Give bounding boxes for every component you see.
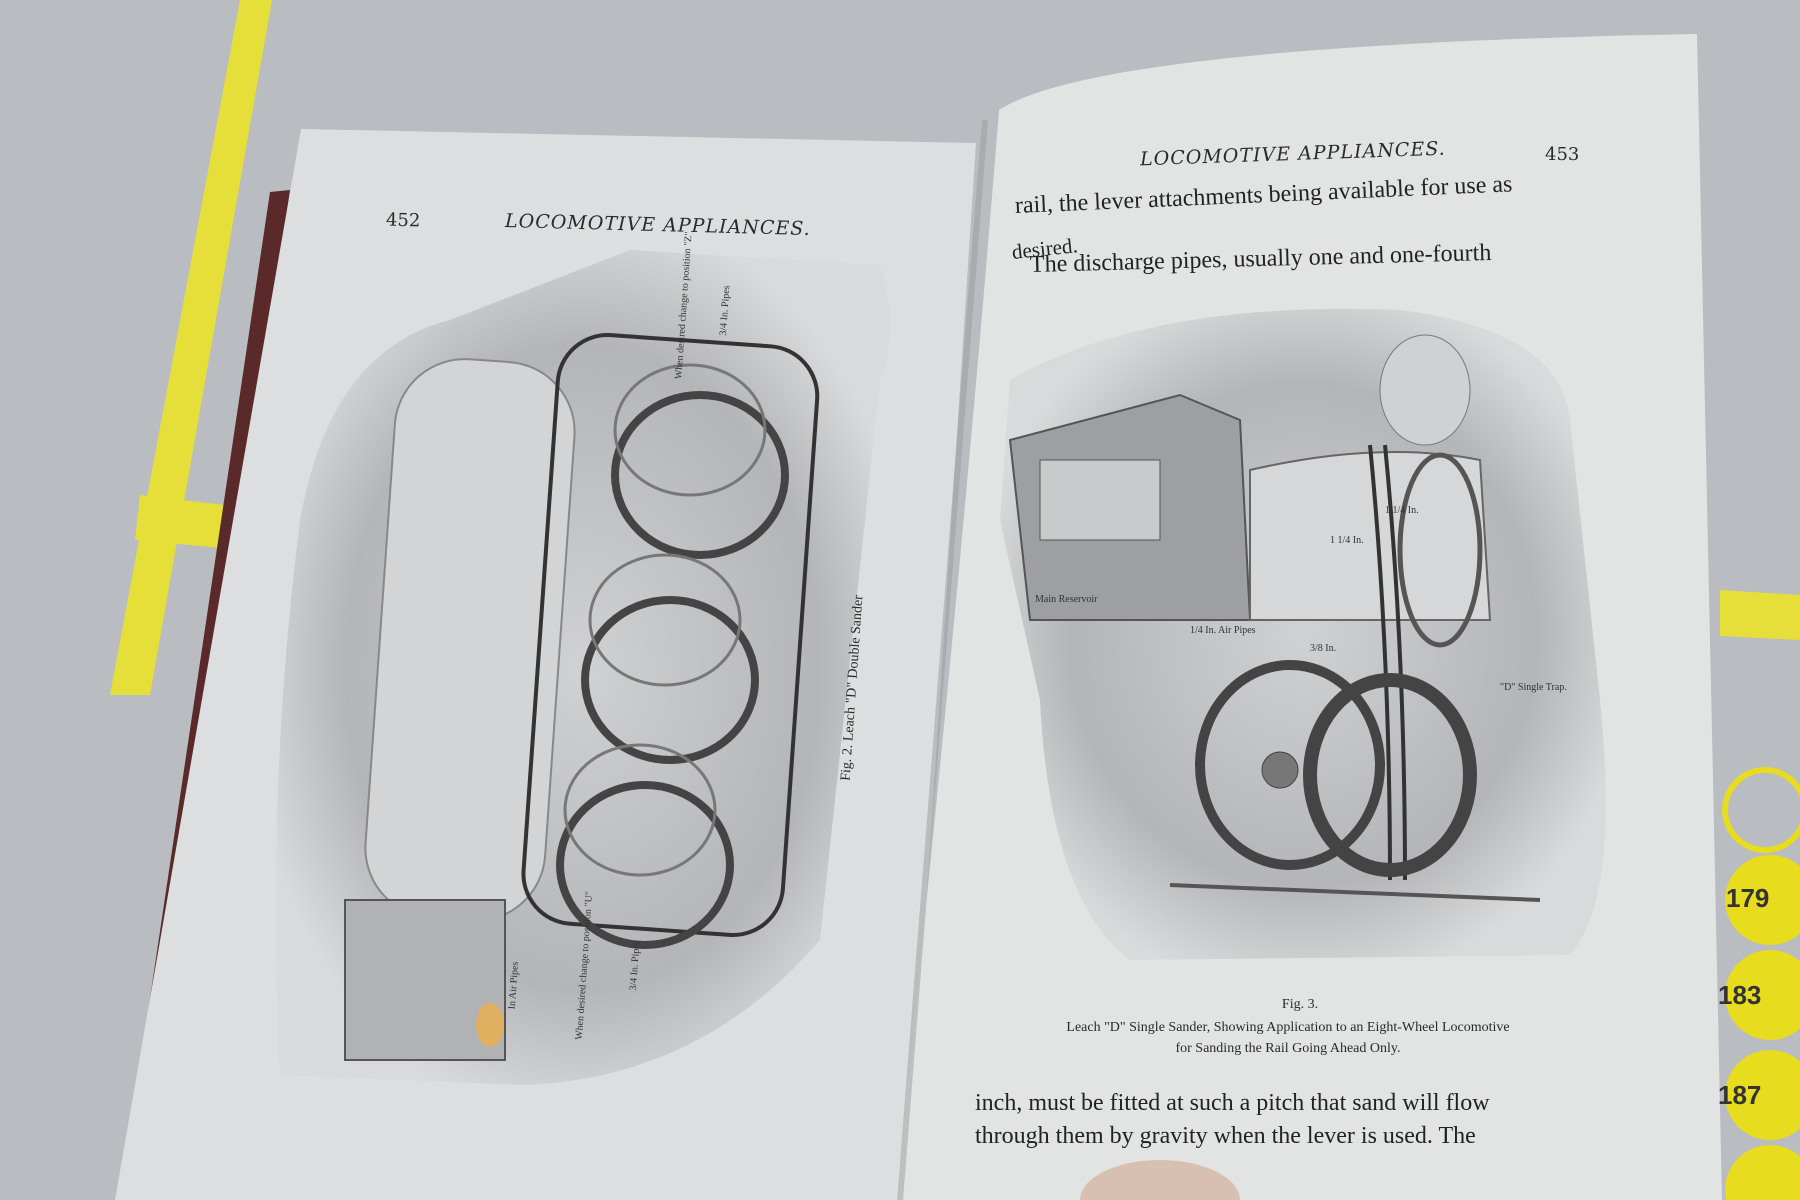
body-line: inch, must be fitted at such a pitch tha…	[975, 1090, 1490, 1116]
tag-number: 179	[1726, 883, 1770, 913]
fig3-label: Fig. 3.	[1281, 997, 1319, 1012]
fig3-caption-line2: for Sanding the Rail Going Ahead Only.	[1175, 1041, 1401, 1056]
body-line: through them by gravity when the lever i…	[975, 1123, 1476, 1149]
fig3-illustration	[1000, 308, 1606, 960]
yellow-tags	[1722, 767, 1800, 1200]
tape-ruler	[110, 0, 1800, 695]
fig3-label-main-reservoir: Main Reservoir	[1035, 594, 1098, 605]
thumb	[1080, 1160, 1240, 1200]
left-page-number: 452	[385, 209, 421, 232]
fig3-label-pipe-b: 1 1/4 In.	[1385, 505, 1419, 516]
fig3-label-pipe-c: 3/8 In.	[1310, 643, 1337, 654]
fig3-label-air-pipes: 1/4 In. Air Pipes	[1190, 625, 1256, 636]
fig3-label-trap: "D" Single Trap.	[1500, 682, 1567, 693]
tag-number: 183	[1718, 980, 1762, 1010]
tag-number: 187	[1718, 1080, 1762, 1110]
fig3-label-pipe-a: 1 1/4 In.	[1330, 535, 1364, 546]
fig2-illustration	[275, 250, 890, 1085]
right-page-number: 453	[1545, 144, 1580, 165]
fig3-caption-line1: Leach "D" Single Sander, Showing Applica…	[1066, 1020, 1510, 1035]
